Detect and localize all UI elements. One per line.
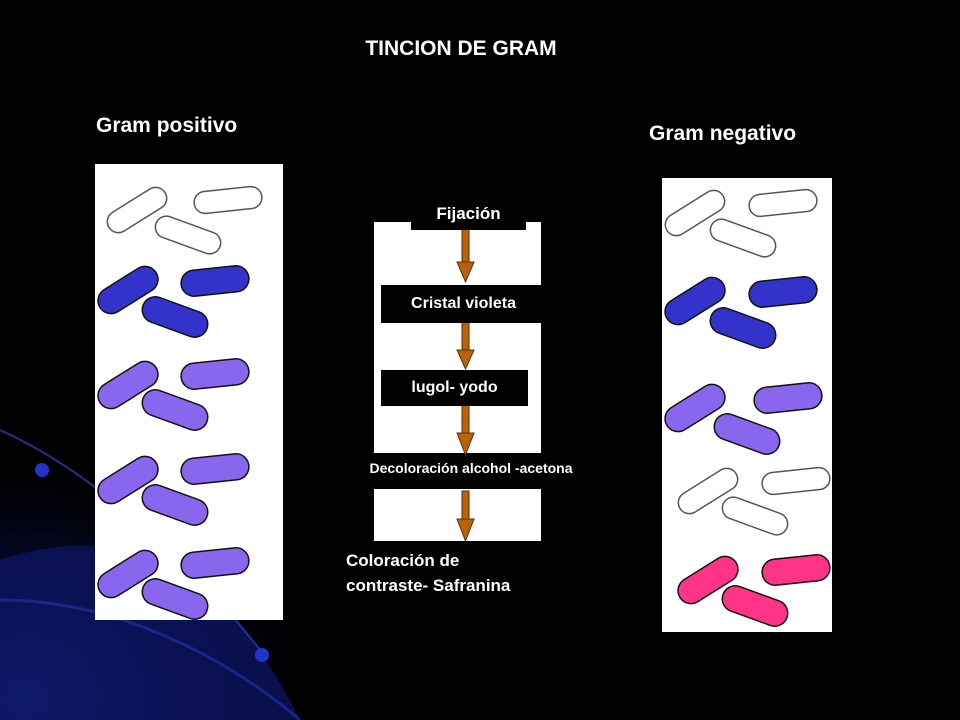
bacterium-safranin	[677, 555, 739, 605]
step-fijacion: Fijación	[411, 197, 526, 230]
bacterium-uncolored	[664, 189, 726, 237]
bacterium-crystal-violet	[141, 296, 209, 338]
bacterium-uncolored	[106, 186, 168, 234]
bacterium-uncolored	[677, 467, 739, 515]
bacterium-purple	[180, 547, 250, 579]
bacterium-uncolored	[154, 215, 222, 255]
arrow-2	[456, 321, 475, 371]
step-contraste-line-2: contraste- Safranina	[346, 576, 511, 595]
bacterium-uncolored	[709, 218, 777, 258]
bacterium-crystal-violet	[748, 276, 818, 308]
dot-1	[35, 463, 49, 477]
dot-2	[255, 648, 269, 662]
gram-negative-label: Gram negativo	[649, 122, 797, 145]
arrow-1	[456, 228, 475, 284]
arrow-4	[456, 490, 475, 543]
bacterium-uncolored	[721, 496, 789, 536]
bacterium-purple	[97, 455, 159, 505]
step-cristal-violeta: Cristal violeta	[381, 285, 546, 323]
bacterium-purple	[180, 358, 250, 390]
bacterium-purple	[97, 360, 159, 410]
swoosh-line-2	[0, 598, 301, 720]
gram-positive-label: Gram positivo	[96, 114, 238, 137]
bacterium-purple	[141, 389, 209, 431]
bacterium-uncolored	[761, 466, 831, 496]
step-lugol-yodo: lugol- yodo	[381, 370, 528, 406]
step-decoloracion: Decoloración alcohol -acetona	[369, 460, 573, 476]
bacterium-uncolored	[748, 188, 818, 218]
bacterium-purple	[97, 549, 159, 599]
swoosh-1	[0, 545, 300, 720]
bacterium-crystal-violet	[709, 307, 777, 349]
arrow-3	[456, 404, 475, 457]
process-arrows	[456, 228, 475, 543]
bacterium-safranin	[761, 554, 831, 586]
bacterium-safranin	[721, 585, 789, 627]
bacterium-purple	[664, 383, 726, 433]
step-contraste: Coloración de contraste- Safranina	[346, 548, 606, 598]
bacterium-purple	[141, 484, 209, 526]
bacterium-purple	[180, 453, 250, 485]
bacterium-purple	[713, 413, 781, 455]
slide-title: TINCION DE GRAM	[365, 37, 557, 60]
bacterium-crystal-violet	[664, 276, 726, 326]
bacterium-uncolored	[193, 185, 263, 215]
procedure-box-bottom	[374, 489, 541, 541]
bacterium-crystal-violet	[180, 265, 250, 297]
step-contraste-line-1: Coloración de	[346, 551, 460, 570]
bacterium-crystal-violet	[97, 265, 159, 315]
gram-positive-bacteria	[97, 185, 263, 620]
bacterium-purple	[141, 578, 209, 620]
procedure-box-top	[374, 222, 541, 453]
gram-negative-bacteria	[664, 188, 831, 627]
bacterium-purple	[753, 382, 823, 414]
